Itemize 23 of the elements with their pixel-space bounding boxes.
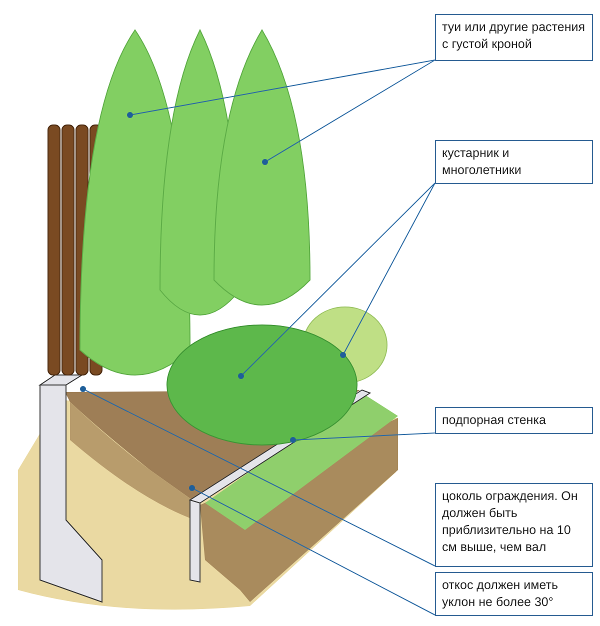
leader-line [194,488,436,616]
callout-box [435,483,593,567]
callout-box [435,407,593,434]
callout-text: цоколь ограждения. Он должен быть приблизительно на 10 см выше, чем вал [442,488,579,556]
leader-line [344,182,436,353]
leader-line [242,182,436,374]
pointer-dot [80,386,86,392]
callout-text: кустарник и многолетники [442,145,522,179]
leader-line [132,60,436,115]
callout-box [435,14,593,61]
leader-line [296,432,436,440]
callout-text: подпорная стенка [442,412,547,429]
callout-text: откос должен иметь уклон не более 30° [442,577,559,611]
pointer-dot [340,352,346,358]
pointer-dot [238,373,244,379]
leader-line [267,60,436,161]
callout-text: туи или другие растения с густой кроной [442,19,586,53]
callout-box [435,140,593,184]
callout-box [435,572,593,616]
pointer-dot [290,437,296,443]
pointer-dot [189,485,195,491]
pointer-dot [262,159,268,165]
pointer-dot [127,112,133,118]
